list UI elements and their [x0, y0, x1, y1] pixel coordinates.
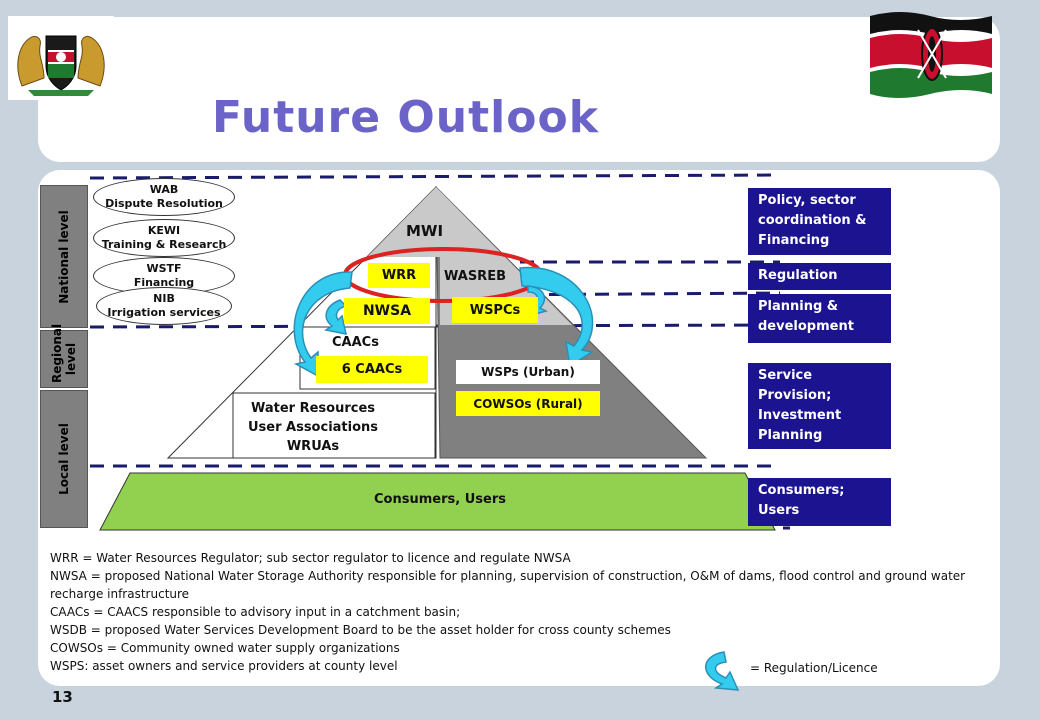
pyramid-apex: [367, 187, 505, 257]
wasreb-label: WASREB: [444, 269, 506, 284]
nib-acronym: NIB: [153, 292, 175, 305]
wab-acronym: WAB: [149, 183, 179, 196]
acronym-notes: WRR = Water Resources Regulator; sub sec…: [50, 549, 980, 675]
coat-of-arms-icon: [8, 16, 114, 100]
function-service-box: Service Provision; Investment Planning: [748, 363, 891, 449]
wab-role: Dispute Resolution: [105, 197, 223, 210]
note-wrr: WRR = Water Resources Regulator; sub sec…: [50, 551, 571, 565]
function-regulation-box: Regulation: [748, 263, 891, 290]
pyramid-base: [99, 472, 776, 531]
wsps-urban-label: WSPs (Urban): [456, 360, 600, 384]
wrua-label: Water Resources User Associations WRUAs: [233, 399, 393, 456]
legend-label: = Regulation/Licence: [750, 661, 878, 675]
legend-arrow-icon: [705, 651, 740, 691]
note-caacs: CAACs = CAACS responsible to advisory in…: [50, 605, 461, 619]
wrua-line-2: User Associations: [247, 420, 379, 435]
wstf-role: Financing: [133, 276, 195, 289]
base-label: Consumers, Users: [374, 492, 506, 507]
function-planning-box: Planning & development: [748, 294, 891, 343]
slide-number: 13: [52, 688, 73, 706]
function-consumers-box: Consumers; Users: [748, 478, 891, 526]
wspcs-label: WSPCs: [452, 297, 538, 323]
note-wsps: WSPS: asset owners and service providers…: [50, 659, 398, 673]
nib-role: Irrigation services: [107, 306, 221, 319]
national-level-bar: National level: [40, 185, 88, 328]
mwi-label: MWI: [406, 222, 444, 240]
caacs-count-label: 6 CAACs: [316, 356, 428, 383]
kewi-acronym: KEWI: [147, 224, 181, 237]
page-title: Future Outlook: [212, 92, 599, 143]
wrua-block: [232, 392, 436, 459]
regional-level-bar: Regional level: [40, 324, 88, 388]
note-wsdb: WSDB = proposed Water Services Developme…: [50, 623, 671, 637]
wstf-acronym: WSTF: [146, 262, 182, 275]
local-level-bar: Local level: [40, 390, 88, 528]
oval-nib: NIB Irrigation services: [96, 287, 232, 325]
wrua-line-1: Water Resources: [250, 401, 376, 416]
kenya-flag-icon: [870, 12, 992, 98]
note-nwsa: NWSA = proposed National Water Storage A…: [50, 569, 966, 601]
cowsos-rural-label: COWSOs (Rural): [456, 391, 600, 416]
caacs-heading: CAACs: [332, 335, 379, 350]
wrr-label: WRR: [368, 263, 430, 288]
oval-kewi: KEWI Training & Research: [93, 219, 235, 257]
oval-wab: WAB Dispute Resolution: [93, 178, 235, 216]
function-policy-box: Policy, sector coordination & Financing: [748, 188, 891, 255]
wrua-line-3: WRUAs: [286, 439, 340, 454]
nwsa-label: NWSA: [344, 298, 430, 324]
note-cowsos: COWSOs = Community owned water supply or…: [50, 641, 400, 655]
header-panel: [38, 17, 1000, 162]
kewi-role: Training & Research: [101, 238, 227, 251]
